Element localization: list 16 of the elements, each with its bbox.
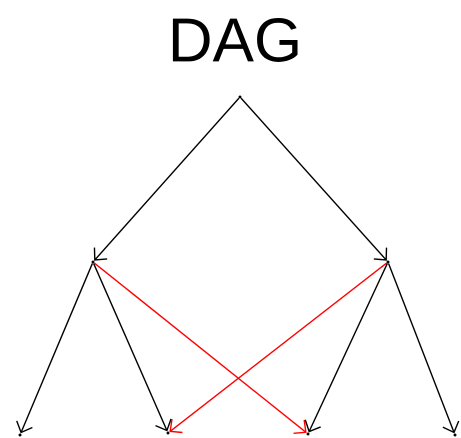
arrow bbox=[169, 262, 388, 434]
vertex bbox=[306, 432, 310, 436]
vertex bbox=[18, 433, 22, 436]
arrow bbox=[94, 262, 307, 434]
vertex bbox=[166, 431, 170, 434]
arrow bbox=[388, 263, 460, 434]
vertex bbox=[92, 260, 94, 264]
vertex bbox=[238, 96, 242, 98]
title: DAG bbox=[172, 18, 298, 62]
vertex bbox=[454, 433, 456, 436]
arrow bbox=[16, 263, 93, 434]
vertex bbox=[386, 260, 390, 264]
arrow bbox=[93, 263, 172, 432]
arrow bbox=[94, 98, 240, 261]
arrow bbox=[240, 98, 388, 261]
arrow bbox=[304, 263, 388, 432]
